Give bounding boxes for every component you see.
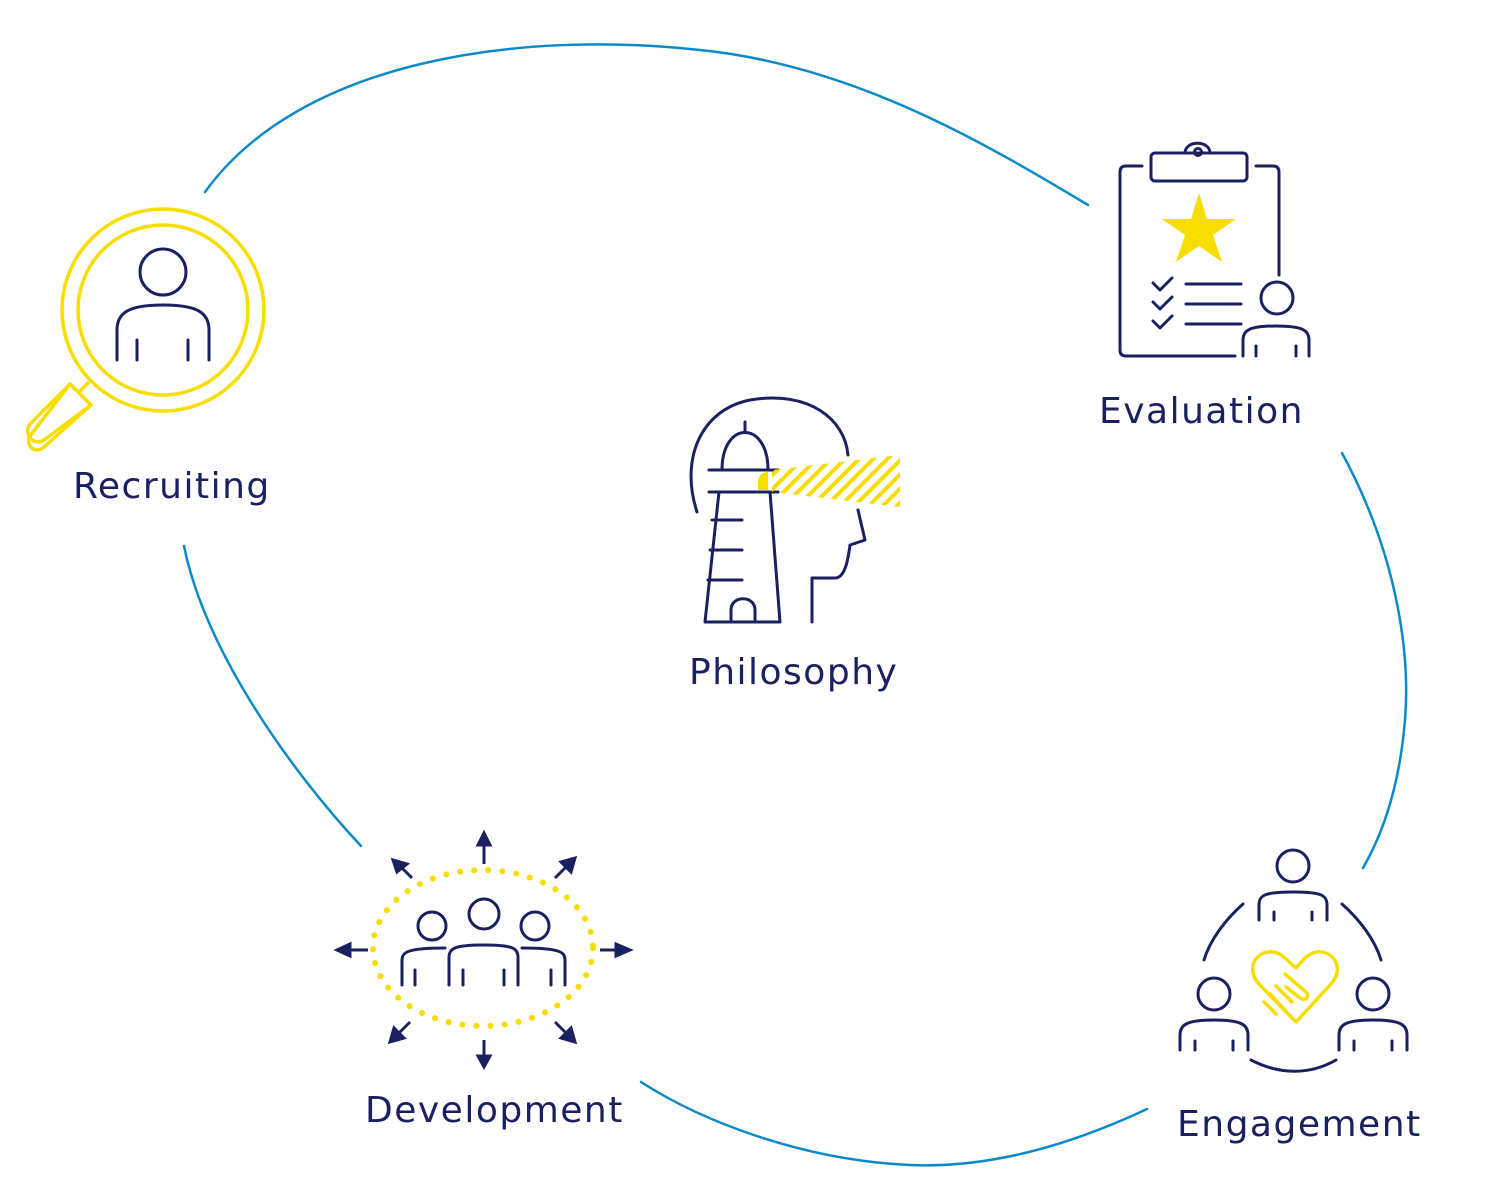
node-label-development: Development (365, 1090, 624, 1131)
team-heart-handshake-icon (1178, 848, 1409, 1073)
light-beam (772, 455, 900, 507)
connector-recruiting-evaluation (203, 43, 1090, 207)
connector-evaluation-engagement (1340, 451, 1408, 870)
connector-engagement-development (639, 1080, 1149, 1167)
center-label-philosophy: Philosophy (689, 652, 899, 693)
clipboard-star-person-icon (1118, 141, 1311, 358)
node-label-evaluation: Evaluation (1099, 391, 1304, 432)
star-icon (1162, 193, 1236, 262)
team-growth-arrows-icon (333, 829, 634, 1071)
node-label-engagement: Engagement (1177, 1104, 1422, 1145)
lighthouse-head-icon (689, 396, 900, 624)
node-label-recruiting: Recruiting (73, 466, 271, 507)
connector-development-recruiting (182, 544, 363, 848)
magnifier-person-icon (25, 207, 266, 452)
